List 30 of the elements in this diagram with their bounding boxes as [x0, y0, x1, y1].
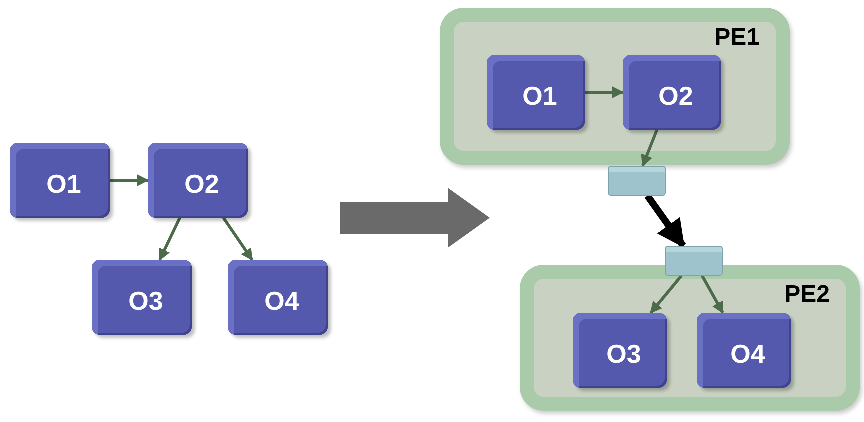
arrow [641, 129, 659, 168]
arrow [110, 174, 150, 186]
arrow [222, 217, 254, 261]
operator-block [228, 260, 328, 335]
block-label: O3 [606, 339, 642, 370]
arrow [701, 275, 724, 314]
operator-block [623, 55, 721, 130]
block-label: O4 [730, 339, 766, 370]
port-block [608, 166, 666, 196]
block-label: O2 [184, 169, 220, 200]
arrow [650, 275, 683, 314]
operator-block [573, 313, 667, 388]
block-label: O2 [658, 81, 694, 112]
operator-block [487, 55, 585, 130]
panel-label: PE2 [784, 281, 830, 309]
port-block [665, 246, 723, 276]
arrow [585, 86, 624, 98]
operator-block [10, 143, 110, 218]
block-label: O1 [522, 81, 558, 112]
operator-block [148, 143, 248, 218]
block-label: O1 [46, 169, 82, 200]
block-label: O3 [128, 286, 164, 317]
processing-element-panel [520, 265, 860, 411]
arrow [158, 217, 182, 262]
arrow [644, 194, 686, 248]
panel-label: PE1 [714, 24, 760, 52]
operator-block [92, 260, 192, 335]
block-label: O4 [264, 286, 300, 317]
operator-block [697, 313, 791, 388]
processing-element-panel [440, 8, 790, 165]
